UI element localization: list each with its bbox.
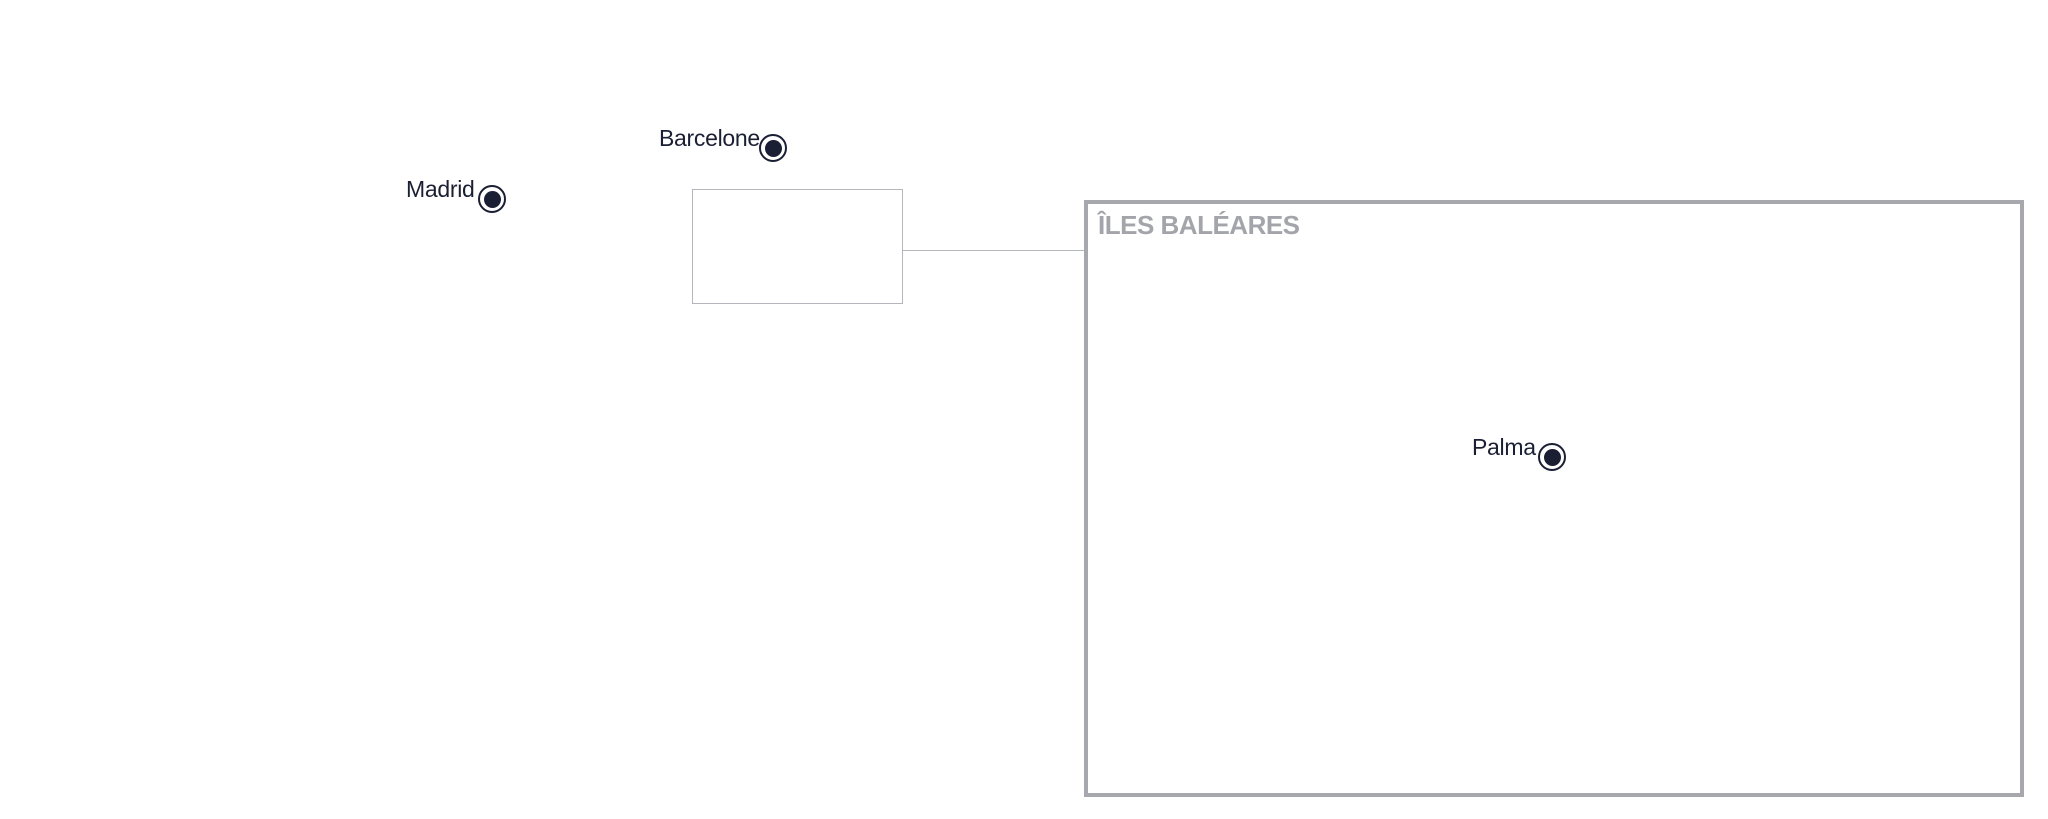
city-label-barcelone: Barcelone	[659, 125, 760, 151]
city-marker-barcelone[interactable]	[759, 134, 787, 162]
city-label-palma: Palma	[1472, 434, 1536, 460]
city-label-madrid: Madrid	[406, 176, 475, 202]
inset-source-rectangle	[692, 189, 903, 304]
inset-frame-iles-baleares	[1084, 200, 2024, 797]
inset-title: ÎLES BALÉARES	[1098, 210, 1300, 240]
city-marker-palma[interactable]	[1538, 443, 1566, 471]
city-marker-madrid[interactable]	[478, 185, 506, 213]
inset-leader-line	[903, 250, 1085, 251]
